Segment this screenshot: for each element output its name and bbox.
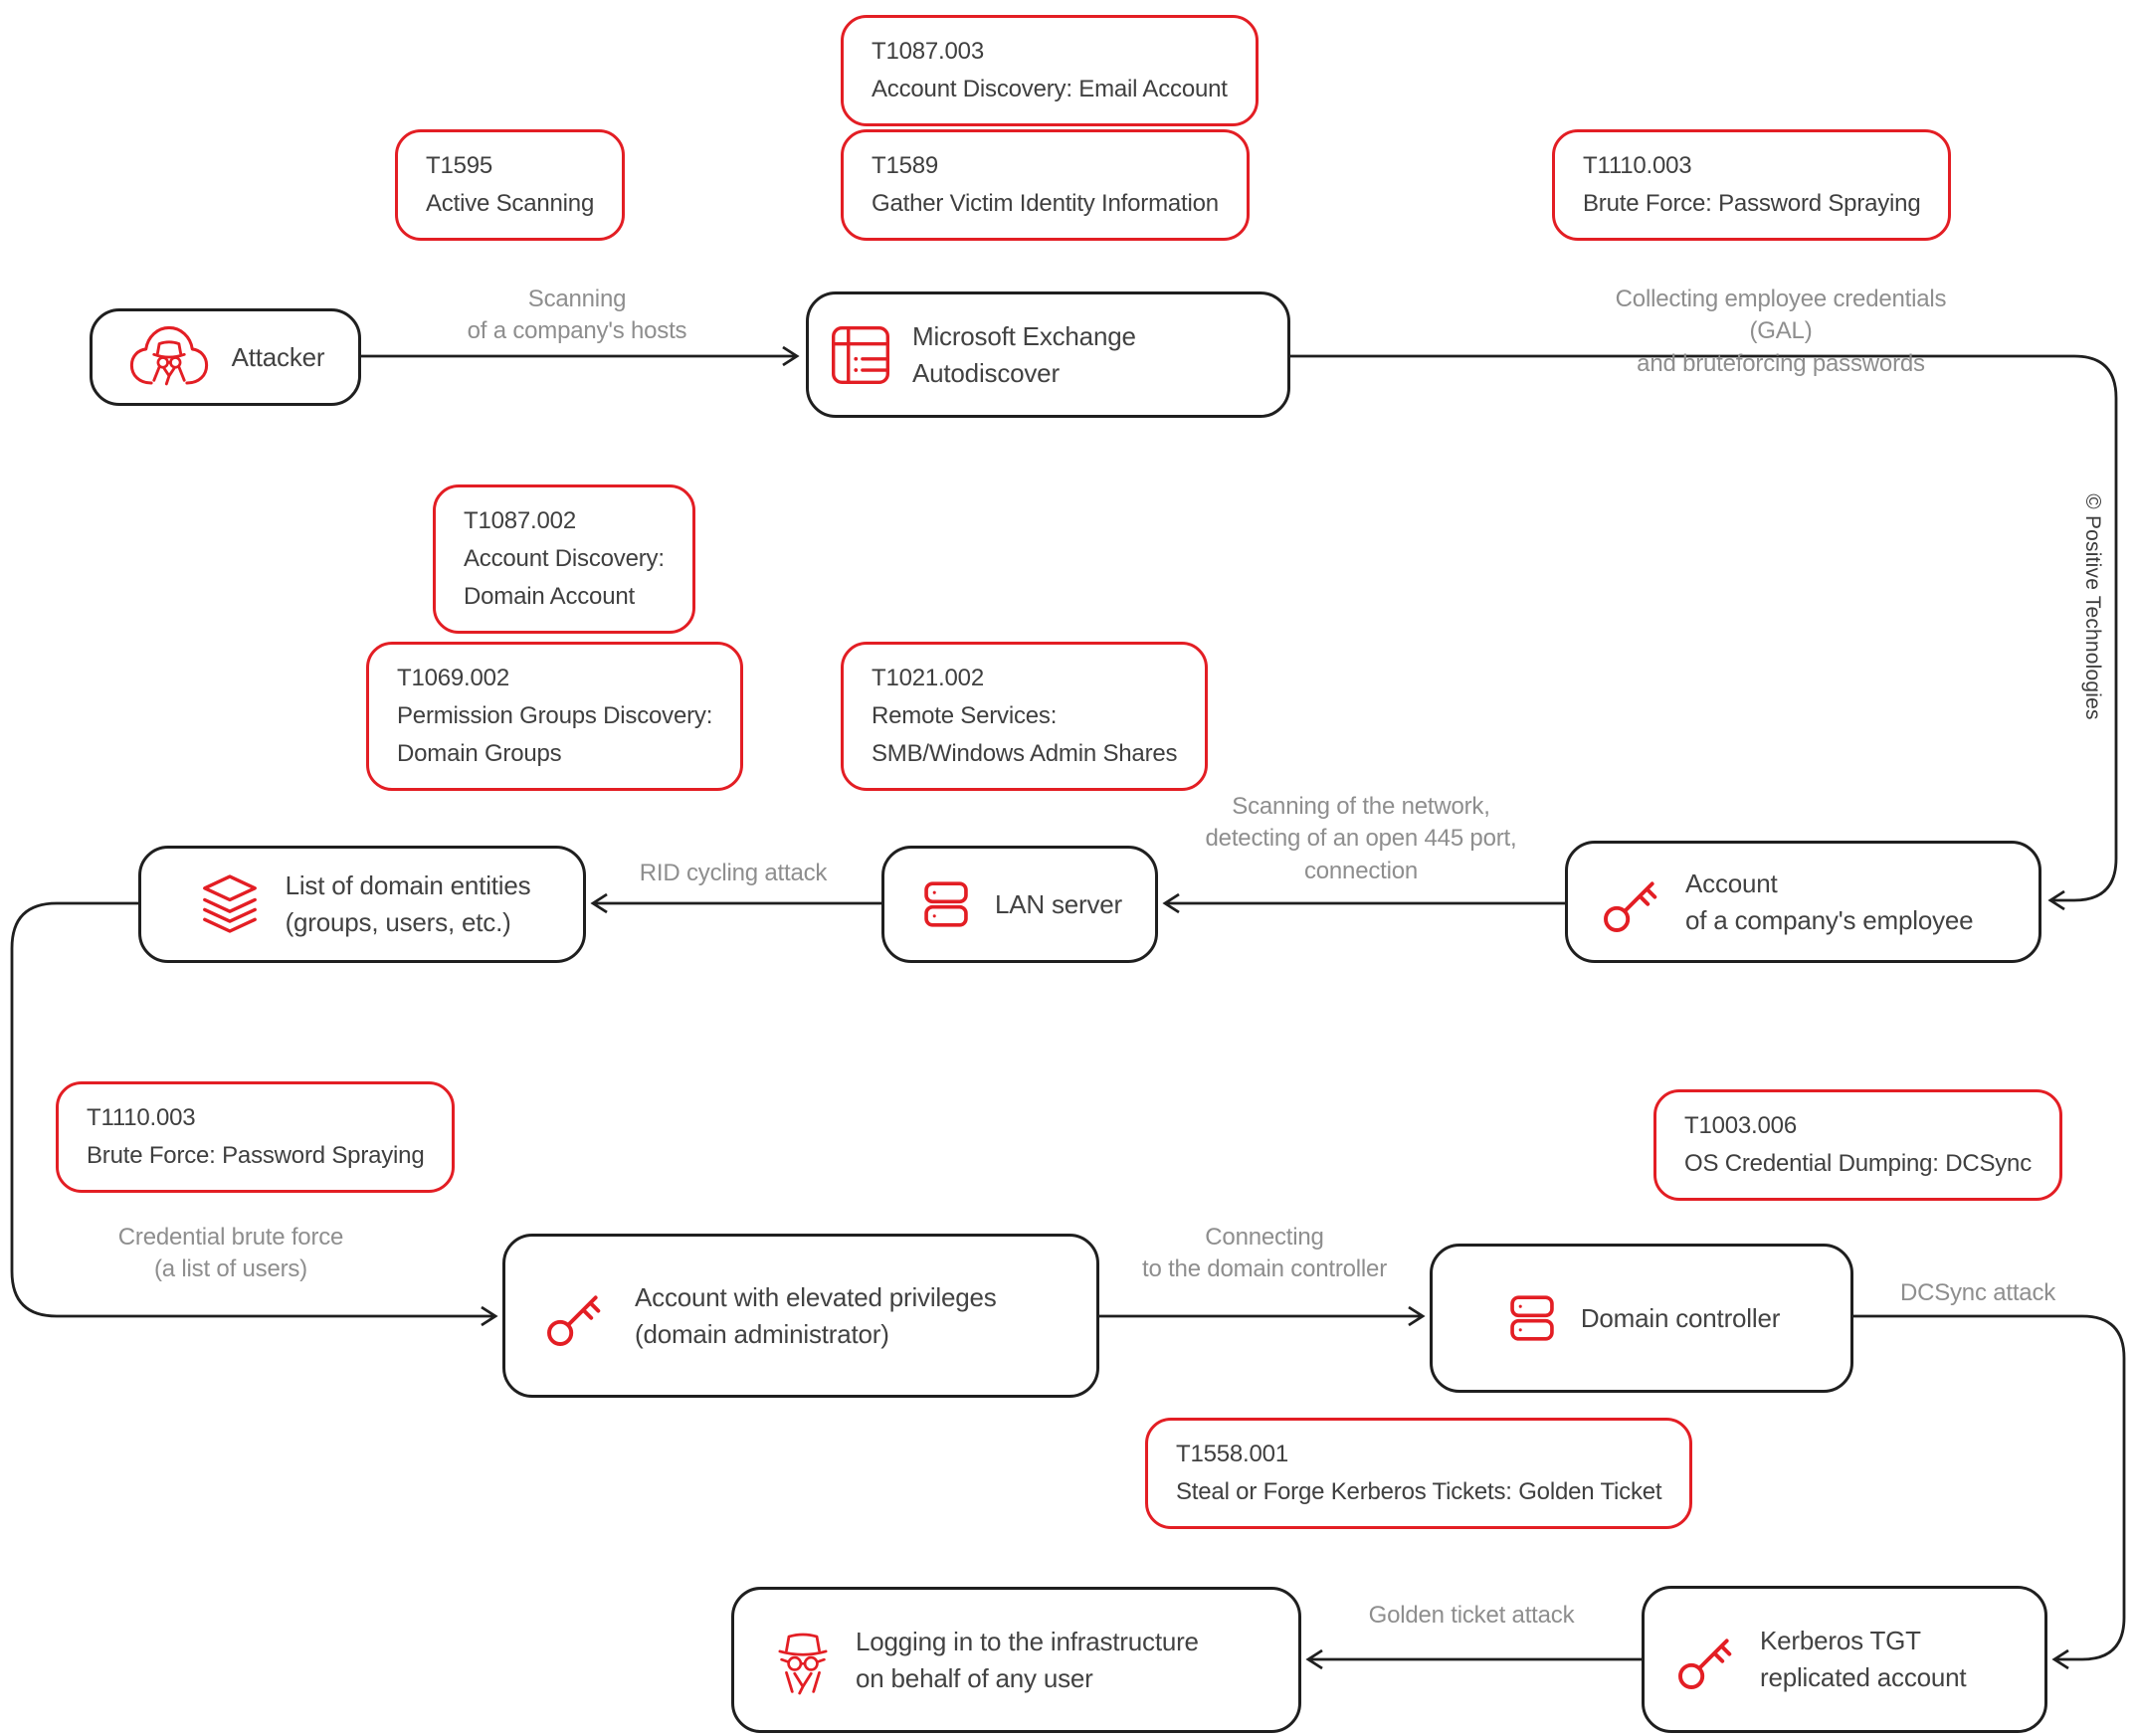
- technique-t1069-002: T1069.002 Permission Groups Discovery: D…: [366, 642, 744, 791]
- layers-icon: [194, 873, 266, 935]
- node-label: Kerberos TGT replicated account: [1760, 1626, 1967, 1692]
- technique-name: Active Scanning: [426, 189, 595, 217]
- technique-name: Gather Victim Identity Information: [872, 189, 1219, 217]
- technique-t1110-003-top: T1110.003 Brute Force: Password Spraying: [1552, 129, 1952, 241]
- node-label: Account of a company's employee: [1685, 868, 1974, 935]
- technique-t1003-006: T1003.006 OS Credential Dumping: DCSync: [1653, 1089, 2063, 1201]
- technique-t1110-003-bottom: T1110.003 Brute Force: Password Spraying: [56, 1081, 456, 1193]
- technique-t1589: T1589 Gather Victim Identity Information: [841, 129, 1250, 241]
- node-label: List of domain entities (groups, users, …: [285, 870, 531, 937]
- technique-name: OS Credential Dumping: DCSync: [1684, 1149, 2033, 1177]
- technique-id: T1087.003: [872, 38, 984, 65]
- exchange-window-icon: [829, 323, 892, 387]
- node-label: LAN server: [994, 888, 1123, 919]
- technique-id: T1110.003: [1583, 152, 1692, 179]
- key-icon: [1676, 1628, 1740, 1691]
- technique-id: T1595: [426, 152, 493, 179]
- edge-label-collecting-credentials: Collecting employee credentials (GAL) an…: [1615, 286, 1947, 377]
- server-icon: [1503, 1289, 1561, 1347]
- node-label: Domain controller: [1580, 1302, 1781, 1333]
- key-icon: [545, 1284, 609, 1348]
- edge-label-scanning-hosts: Scanning of a company's hosts: [467, 286, 687, 345]
- node-exchange: Microsoft Exchange Autodiscover: [806, 291, 1290, 418]
- node-label: Microsoft Exchange Autodiscover: [912, 320, 1136, 388]
- spy-icon: [770, 1626, 836, 1695]
- node-attacker: Attacker: [90, 308, 361, 406]
- technique-t1021-002: T1021.002 Remote Services: SMB/Windows A…: [841, 642, 1209, 791]
- technique-name: Steal or Forge Kerberos Tickets: Golden …: [1176, 1477, 1662, 1505]
- node-logging-in: Logging in to the infrastructure on beha…: [731, 1587, 1301, 1733]
- technique-id: T1069.002: [397, 665, 509, 691]
- edge-label-connecting-dc: Connecting to the domain controller: [1141, 1224, 1388, 1283]
- technique-name: Account Discovery: Domain Account: [464, 544, 665, 610]
- node-kerberos-tgt: Kerberos TGT replicated account: [1642, 1586, 2047, 1733]
- node-list-domain-entities: List of domain entities (groups, users, …: [138, 846, 586, 963]
- technique-id: T1021.002: [872, 665, 984, 691]
- node-lan-server: LAN server: [881, 846, 1158, 963]
- technique-id: T1003.006: [1684, 1112, 1797, 1139]
- technique-name: Brute Force: Password Spraying: [87, 1141, 425, 1169]
- server-icon: [917, 875, 975, 933]
- technique-t1087-002: T1087.002 Account Discovery: Domain Acco…: [433, 484, 695, 634]
- technique-name: Permission Groups Discovery: Domain Grou…: [397, 701, 713, 767]
- copyright-watermark: © Positive Technologies: [2081, 493, 2104, 720]
- node-label: Attacker: [231, 341, 325, 372]
- spy-cloud-icon: [126, 319, 212, 395]
- node-account-employee: Account of a company's employee: [1565, 841, 2041, 963]
- node-account-elevated: Account with elevated privileges (domain…: [502, 1234, 1099, 1398]
- technique-id: T1087.002: [464, 507, 576, 534]
- technique-name: Account Discovery: Email Account: [872, 75, 1228, 102]
- technique-t1595: T1595 Active Scanning: [395, 129, 626, 241]
- technique-name: Remote Services: SMB/Windows Admin Share…: [872, 701, 1178, 767]
- node-label: Logging in to the infrastructure on beha…: [856, 1626, 1199, 1693]
- edge-label-dcsync-attack: DCSync attack: [1899, 1279, 2056, 1306]
- technique-t1558-001: T1558.001 Steal or Forge Kerberos Ticket…: [1145, 1418, 1693, 1529]
- technique-id: T1110.003: [87, 1104, 196, 1131]
- key-icon: [1602, 870, 1665, 934]
- technique-name: Brute Force: Password Spraying: [1583, 189, 1921, 217]
- technique-id: T1558.001: [1176, 1441, 1288, 1467]
- edge-label-golden-ticket: Golden ticket attack: [1368, 1602, 1575, 1629]
- node-domain-controller: Domain controller: [1430, 1244, 1853, 1393]
- edge-label-credential-brute-force: Credential brute force (a list of users): [117, 1224, 344, 1283]
- node-label: Account with elevated privileges (domain…: [635, 1281, 997, 1349]
- edge-label-rid-cycling: RID cycling attack: [639, 860, 828, 886]
- technique-id: T1589: [872, 152, 939, 179]
- technique-t1087-003: T1087.003 Account Discovery: Email Accou…: [841, 15, 1259, 126]
- edge-label-scanning-network: Scanning of the network, detecting of an…: [1205, 793, 1517, 884]
